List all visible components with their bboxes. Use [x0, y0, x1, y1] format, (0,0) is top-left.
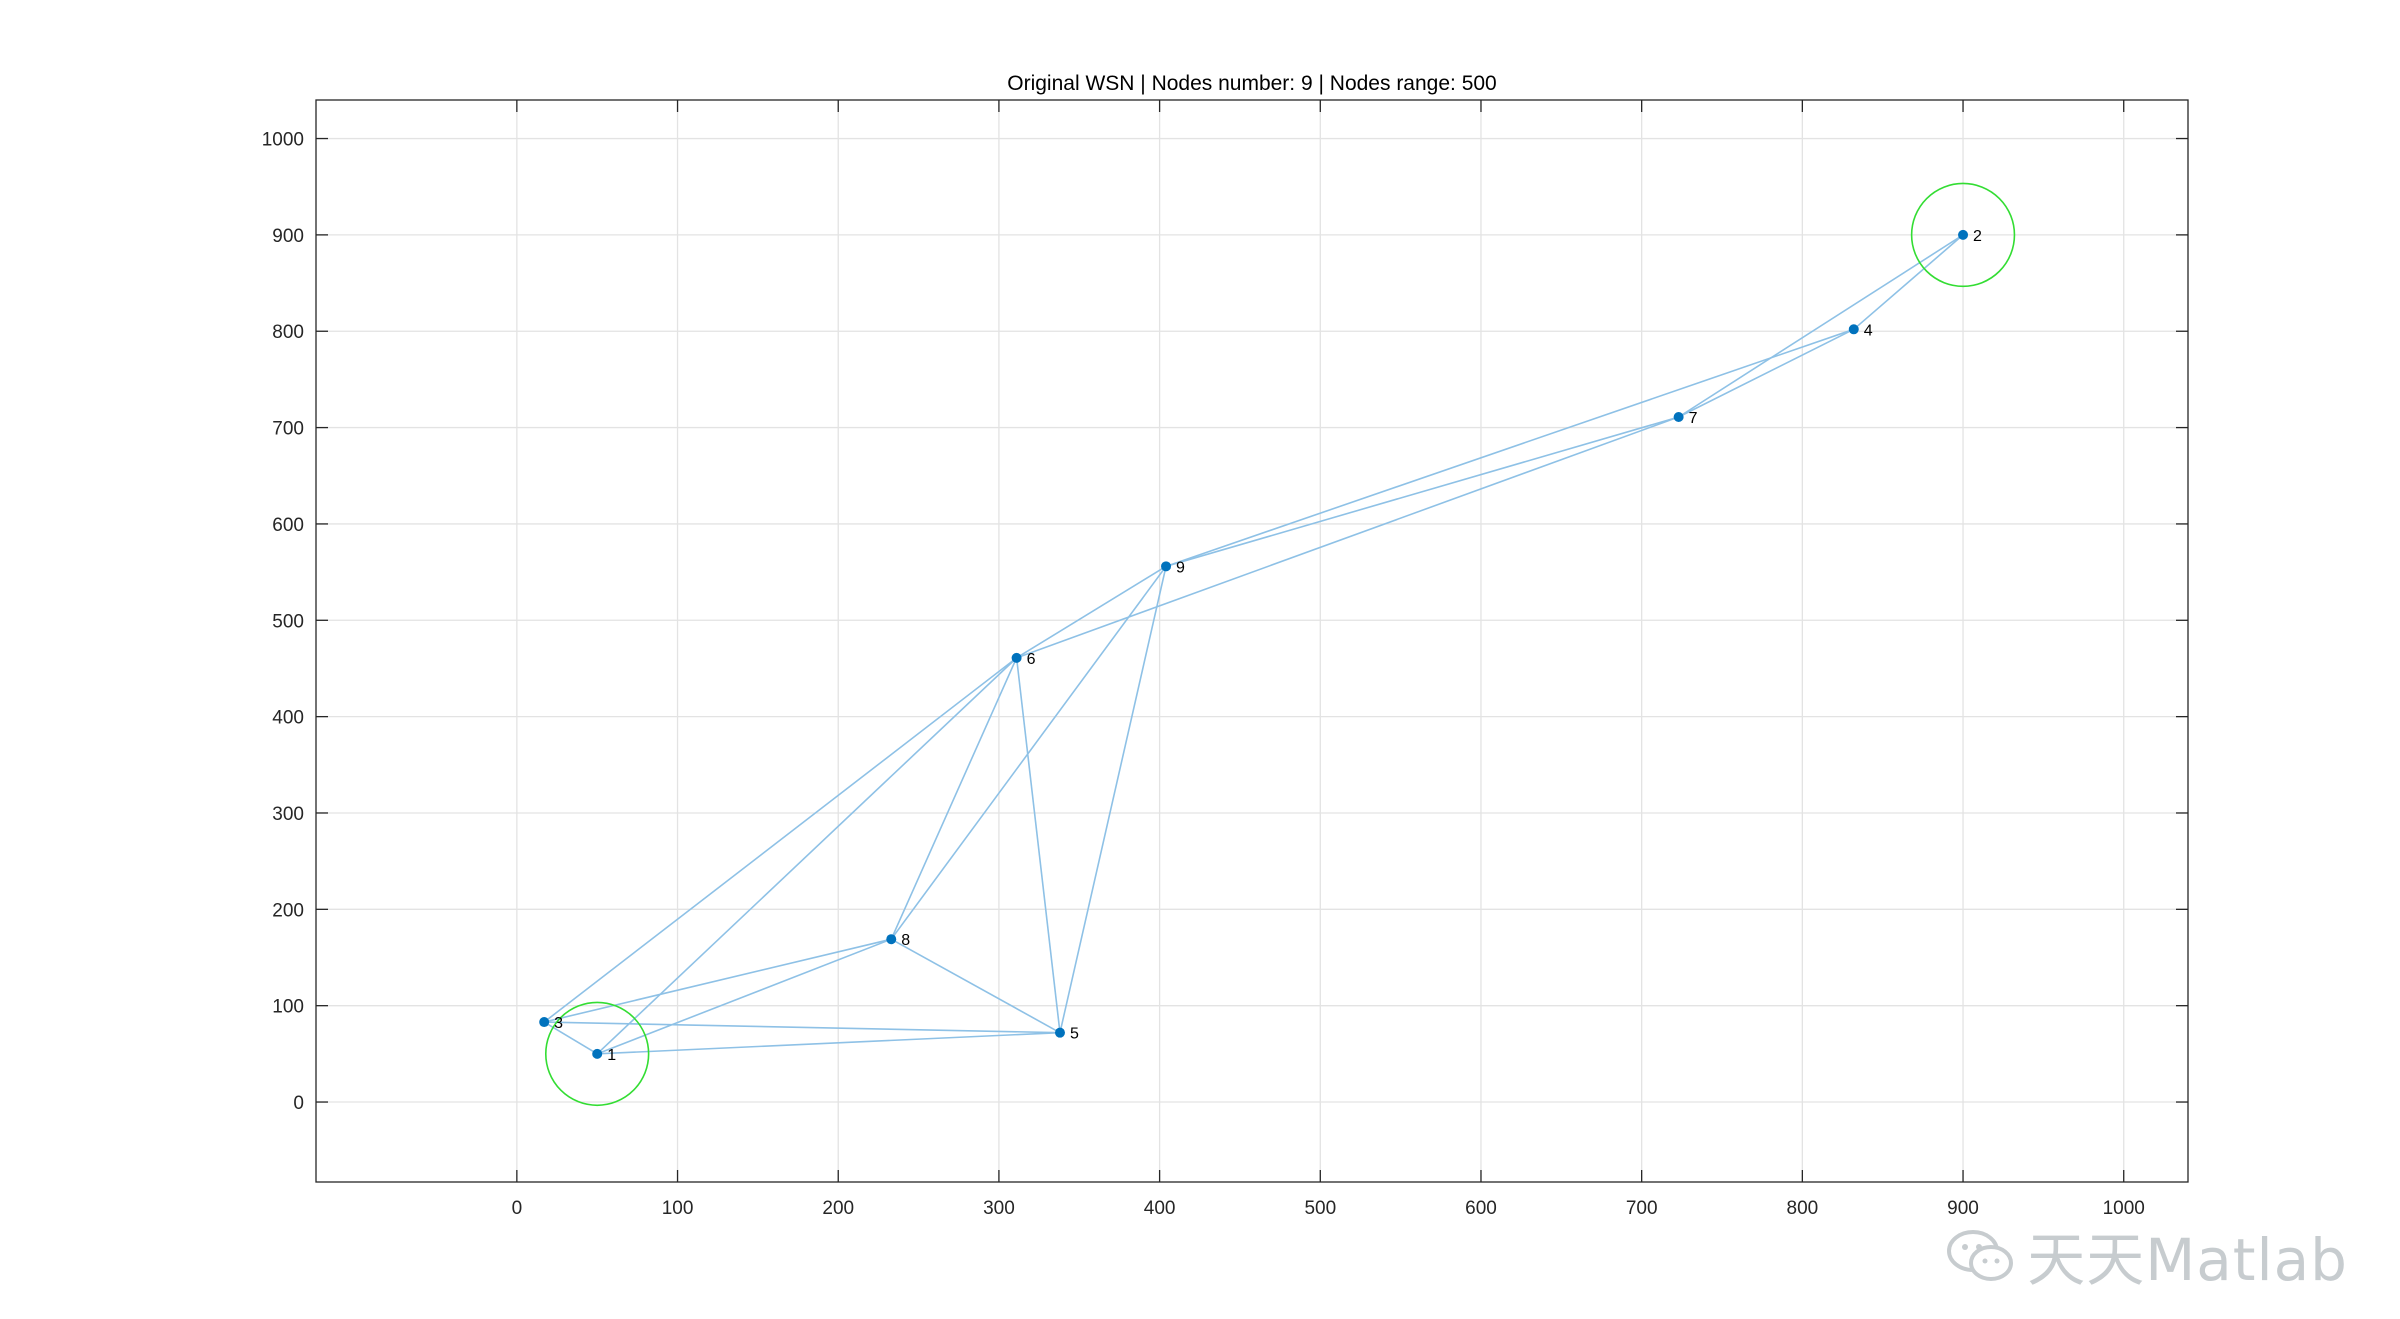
x-tick-label: 0 [512, 1198, 523, 1219]
node-2 [1958, 229, 1969, 240]
x-tick-label: 800 [1787, 1198, 1819, 1219]
node-label-7: 7 [1689, 410, 1698, 427]
node-9 [1161, 561, 1172, 572]
y-tick-label: 0 [293, 1093, 304, 1114]
node-5 [1054, 1027, 1065, 1038]
edge-5-9 [1059, 566, 1167, 1033]
x-tick-label: 1000 [2103, 1198, 2145, 1219]
edge-8-5 [890, 938, 1061, 1034]
wechat-icon [1947, 1230, 2014, 1281]
x-tick-label: 500 [1304, 1198, 1336, 1219]
node-6 [1011, 652, 1022, 663]
range-circles [544, 182, 2016, 1107]
x-tick-label: 200 [822, 1198, 854, 1219]
x-tick-label: 300 [983, 1198, 1015, 1219]
node-4 [1848, 324, 1859, 335]
x-tick-label: 900 [1947, 1198, 1979, 1219]
axes: 0 100 200 300 400 500 600 700 800 900 1000 0 100 200 3… [262, 99, 2189, 1219]
edge-6-9 [1016, 565, 1167, 659]
edge-8-6 [890, 657, 1018, 940]
edge-7-4 [1678, 328, 1855, 418]
edge-3-8 [543, 938, 892, 1023]
y-tick-label: 500 [272, 611, 304, 632]
axes-box [315, 99, 2189, 1183]
y-tick-label: 800 [272, 322, 304, 343]
edge-4-2 [1853, 234, 1964, 330]
edge-1-8 [596, 938, 892, 1055]
edge-1-5 [597, 1031, 1061, 1055]
x-tick-label: 600 [1465, 1198, 1497, 1219]
node-label-5: 5 [1070, 1026, 1079, 1043]
node-label-4: 4 [1864, 322, 1873, 339]
node-label-9: 9 [1176, 559, 1185, 576]
edge-7-2 [1678, 234, 1964, 418]
node-7 [1673, 411, 1684, 422]
edge-3-6 [543, 657, 1018, 1023]
node-label-3: 3 [554, 1015, 563, 1032]
node-label-6: 6 [1027, 651, 1036, 668]
y-tick-label: 100 [272, 997, 304, 1018]
node-8 [886, 934, 897, 945]
y-tick-label: 700 [272, 419, 304, 440]
node-label-2: 2 [1973, 228, 1982, 245]
y-tick-label: 900 [272, 226, 304, 247]
edge-5-6 [1015, 657, 1061, 1033]
node-label-8: 8 [901, 932, 910, 949]
chart-title: Original WSN | Nodes number: 9 | Nodes r… [1007, 72, 1496, 95]
x-tick-label: 400 [1144, 1198, 1176, 1219]
y-tick-label: 200 [272, 900, 304, 921]
watermark: 天天Matlab [1945, 1213, 2348, 1297]
y-tick-label: 400 [272, 708, 304, 729]
y-tick-label: 300 [272, 804, 304, 825]
x-tick-label: 100 [662, 1198, 694, 1219]
y-tick-label: 1000 [262, 130, 304, 151]
grid [316, 100, 2188, 1182]
edge-6-7 [1016, 416, 1679, 659]
edge-3-5 [544, 1021, 1060, 1034]
edge-8-9 [890, 565, 1167, 940]
edge-9-7 [1165, 416, 1679, 568]
range-circle-2 [1910, 182, 2016, 288]
nodes: 1 2 3 4 5 6 7 8 9 [539, 228, 1982, 1064]
x-tick-label: 700 [1626, 1198, 1658, 1219]
edge-9-4 [1165, 328, 1855, 568]
watermark-text: 天天Matlab [2027, 1226, 2348, 1294]
range-circle-1 [544, 1001, 650, 1107]
edge-1-6 [596, 657, 1018, 1055]
node-3 [539, 1017, 550, 1028]
node-1 [592, 1048, 603, 1059]
node-label-1: 1 [607, 1047, 616, 1064]
y-tick-label: 600 [272, 515, 304, 536]
